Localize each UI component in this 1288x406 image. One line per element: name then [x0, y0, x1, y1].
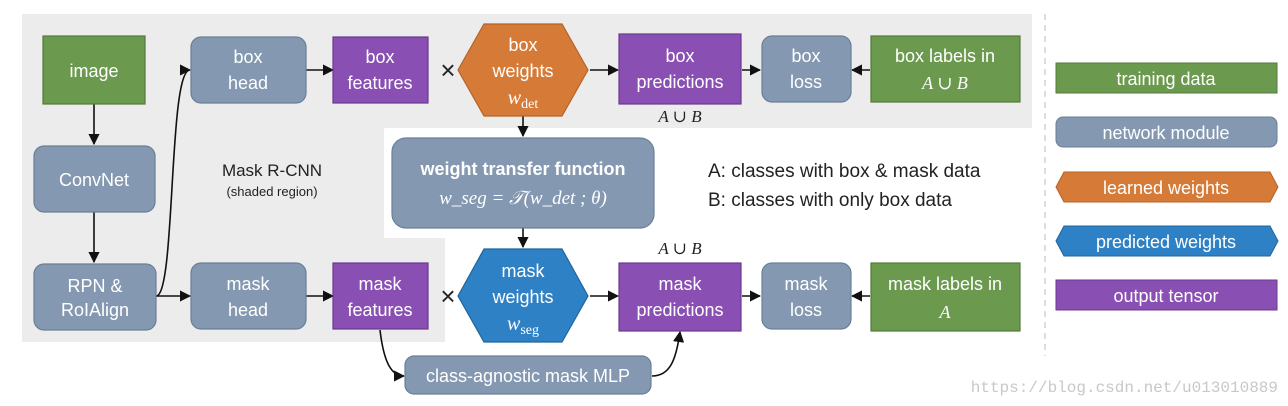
- class-b-note: B: classes with only box data: [708, 190, 952, 211]
- mask-loss-label-line1: mask: [784, 274, 828, 294]
- box-predictions-node: [618, 33, 742, 105]
- legend-training-data-swatch: [1055, 62, 1278, 94]
- box-weights-label-line1: box: [508, 35, 537, 55]
- box-features-label-line1: box: [365, 47, 394, 67]
- mask-weights-label-line2: weights: [491, 287, 553, 307]
- mask-features-label-line2: features: [347, 300, 412, 320]
- convnet-label: ConvNet: [59, 170, 129, 190]
- mask-head-label-line1: mask: [226, 274, 270, 294]
- mask-rcnn-subtitle: (shaded region): [226, 184, 317, 199]
- box-labels-label-line1: box labels in: [895, 46, 995, 66]
- edge-mlp-predictions: [651, 330, 685, 377]
- box-weights-node: [457, 23, 589, 117]
- legend-predicted-weights-label: predicted weights: [1096, 232, 1236, 252]
- box-labels-node: [870, 35, 1021, 103]
- mask-features-node: [332, 262, 429, 330]
- watermark: https://blog.csdn.net/u013010889: [971, 379, 1278, 397]
- multiply-bottom: ×: [440, 281, 455, 311]
- mask-labels-label-line2: A: [939, 302, 952, 322]
- legend-output-tensor-swatch: [1055, 279, 1278, 311]
- box-predictions-label-line1: box: [665, 46, 694, 66]
- legend-predicted-weights-swatch: [1055, 225, 1279, 257]
- mask-loss-node: [761, 262, 852, 330]
- box-predictions-label-line2: predictions: [636, 72, 723, 92]
- box-head-label-line1: box: [233, 47, 262, 67]
- mask-mlp-node: [404, 355, 652, 395]
- mask-rcnn-title: Mask R-CNN: [222, 161, 322, 180]
- box-features-node: [332, 36, 429, 104]
- legend-learned-weights-swatch: [1055, 171, 1279, 203]
- box-loss-label-line1: box: [791, 46, 820, 66]
- legend-learned-weights-label: learned weights: [1103, 178, 1229, 198]
- mask-predictions-node: [618, 262, 742, 332]
- wtf-title: weight transfer function: [419, 159, 625, 179]
- edge-rpn-boxhead: [155, 64, 192, 297]
- box-features-label-line2: features: [347, 73, 412, 93]
- legend-training-data-label: training data: [1116, 69, 1216, 89]
- a-union-b-top: A ∪ B: [657, 107, 702, 126]
- rpn-roialign-node: [33, 263, 157, 331]
- mask-weights-symbol: wseg: [507, 313, 539, 338]
- box-loss-node: [761, 35, 852, 103]
- box-weights-symbol: wdet: [508, 87, 539, 112]
- class-a-note: A: classes with box & mask data: [708, 161, 981, 182]
- mask-head-node: [190, 262, 307, 330]
- image-label: image: [69, 61, 118, 81]
- legend-network-module-label: network module: [1102, 123, 1229, 143]
- mask-mlp-label: class-agnostic mask MLP: [426, 366, 630, 386]
- mask-loss-label-line2: loss: [790, 300, 822, 320]
- box-head-node: [190, 36, 307, 104]
- box-head-label-line2: head: [228, 73, 268, 93]
- edges: [88, 64, 870, 382]
- box-loss-label-line2: loss: [790, 72, 822, 92]
- wtf-formula: w_seg = 𝒯(w_det ; θ): [439, 188, 607, 209]
- weight-transfer-function-node: [391, 137, 655, 229]
- legend-output-tensor-label: output tensor: [1113, 286, 1218, 306]
- mask-weights-node: [457, 248, 589, 343]
- convnet-node: [33, 145, 156, 213]
- legend: training data network module learned wei…: [1055, 62, 1279, 311]
- mask-labels-label-line1: mask labels in: [888, 274, 1002, 294]
- mask-weights-label-line1: mask: [501, 261, 545, 281]
- mask-head-label-line2: head: [228, 300, 268, 320]
- image-node: [42, 35, 146, 105]
- rpn-label-line1: RPN &: [67, 276, 122, 296]
- multiply-top: ×: [440, 55, 455, 85]
- edge-features-mlp: [379, 329, 406, 382]
- mask-predictions-label-line2: predictions: [636, 300, 723, 320]
- rpn-label-line2: RoIAlign: [61, 300, 129, 320]
- mask-labels-node: [870, 262, 1021, 332]
- mask-features-label-line1: mask: [358, 274, 402, 294]
- box-weights-label-line2: weights: [491, 61, 553, 81]
- mask-predictions-label-line1: mask: [658, 274, 702, 294]
- box-labels-label-line2: A ∪ B: [921, 73, 968, 93]
- legend-network-module-swatch: [1055, 116, 1278, 148]
- a-union-b-bottom: A ∪ B: [657, 239, 702, 258]
